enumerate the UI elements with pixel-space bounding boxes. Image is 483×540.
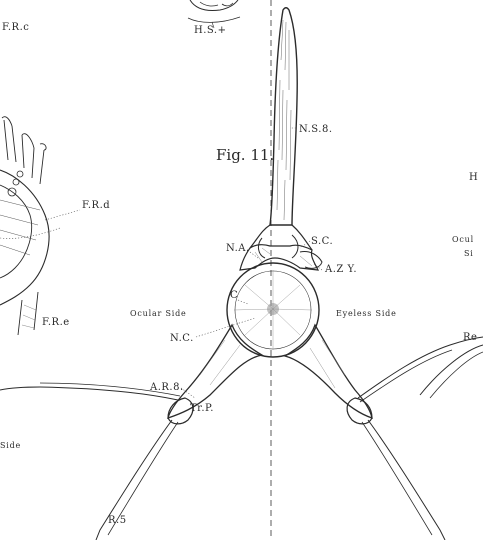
label-hs: H.S.+: [194, 25, 226, 36]
label-ns8: N.S.8.: [299, 124, 333, 135]
label-na: N.A.: [226, 243, 250, 254]
figure-title: Fig. 11.: [216, 146, 274, 164]
label-sc: S.C.: [311, 236, 333, 247]
label-ocul-right: Ocul: [452, 235, 474, 244]
label-azy: A.Z Y.: [324, 264, 357, 275]
label-trp: Tr.P.: [190, 403, 214, 414]
centrum: [227, 263, 319, 357]
label-eyeless-side: Eyeless Side: [336, 309, 397, 318]
label-side-left: Side: [0, 441, 21, 450]
ribs: [0, 337, 483, 540]
label-c: C: [230, 290, 238, 301]
label-ocular-side: Ocular Side: [130, 309, 187, 318]
left-partial-structure: [0, 117, 80, 335]
label-r5: R.5: [108, 515, 127, 526]
top-partial-structure: [188, 0, 240, 28]
label-nc: N.C.: [170, 333, 194, 344]
leader-lines: [181, 128, 322, 398]
label-frd: F.R.d: [82, 200, 110, 211]
label-ar8: A.R.8.: [149, 382, 184, 393]
label-fre: F.R.e: [42, 317, 70, 328]
label-frc: F.R.c: [2, 22, 29, 33]
neural-arch: [240, 235, 322, 270]
label-h-right: H: [469, 172, 478, 183]
label-si-right: Si: [464, 249, 474, 258]
label-re-right: Re: [463, 332, 477, 343]
